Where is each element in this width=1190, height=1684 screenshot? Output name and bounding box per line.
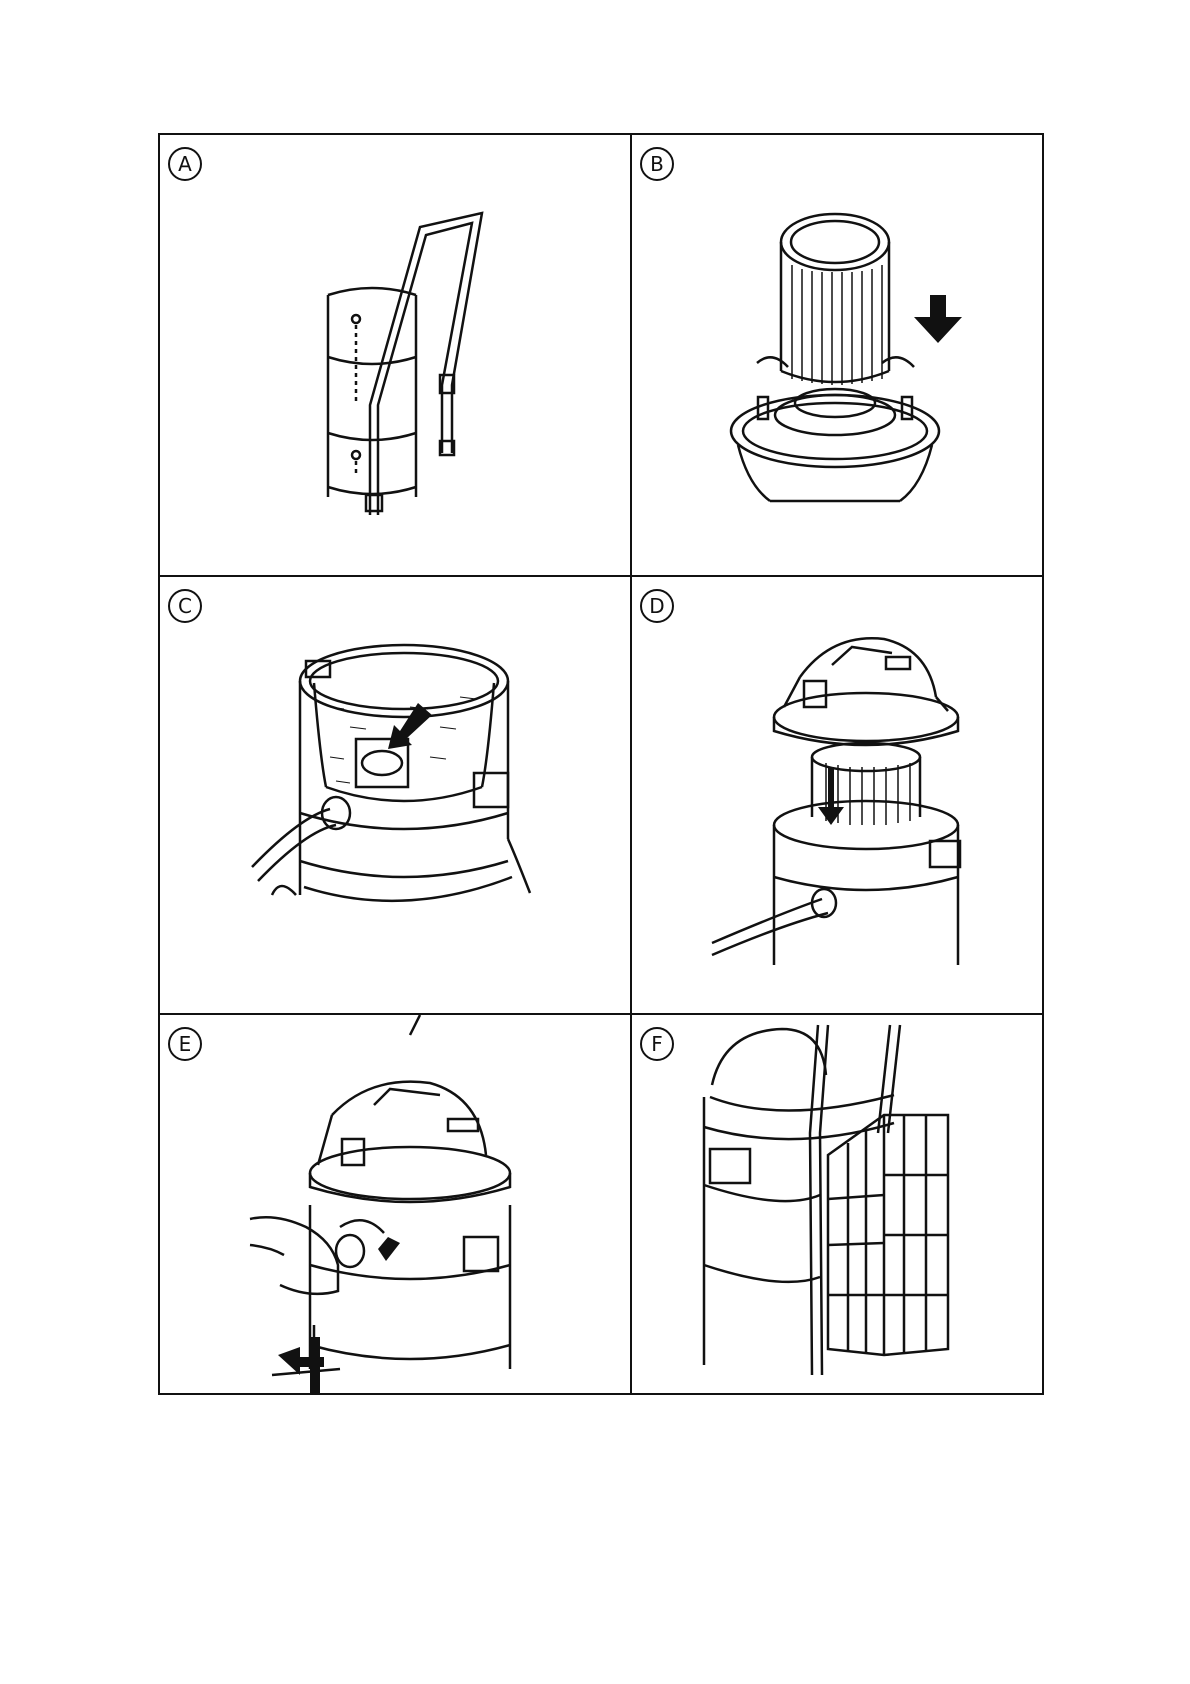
filter-installation-illustration (632, 135, 1044, 575)
panel-a: A (160, 135, 630, 575)
panel-c: C (160, 577, 630, 1013)
bag-insertion-illustration (160, 577, 630, 1013)
accessory-basket-illustration (632, 1015, 1044, 1395)
motor-head-placement-illustration (632, 577, 1044, 1013)
panel-f: F (632, 1015, 1044, 1395)
instruction-sheet: A B (158, 133, 1044, 1395)
panel-e: E (160, 1015, 630, 1395)
panel-b: B (632, 135, 1044, 575)
handle-assembly-illustration (160, 135, 630, 575)
hose-connection-illustration (160, 1015, 630, 1395)
panel-d: D (632, 577, 1044, 1013)
